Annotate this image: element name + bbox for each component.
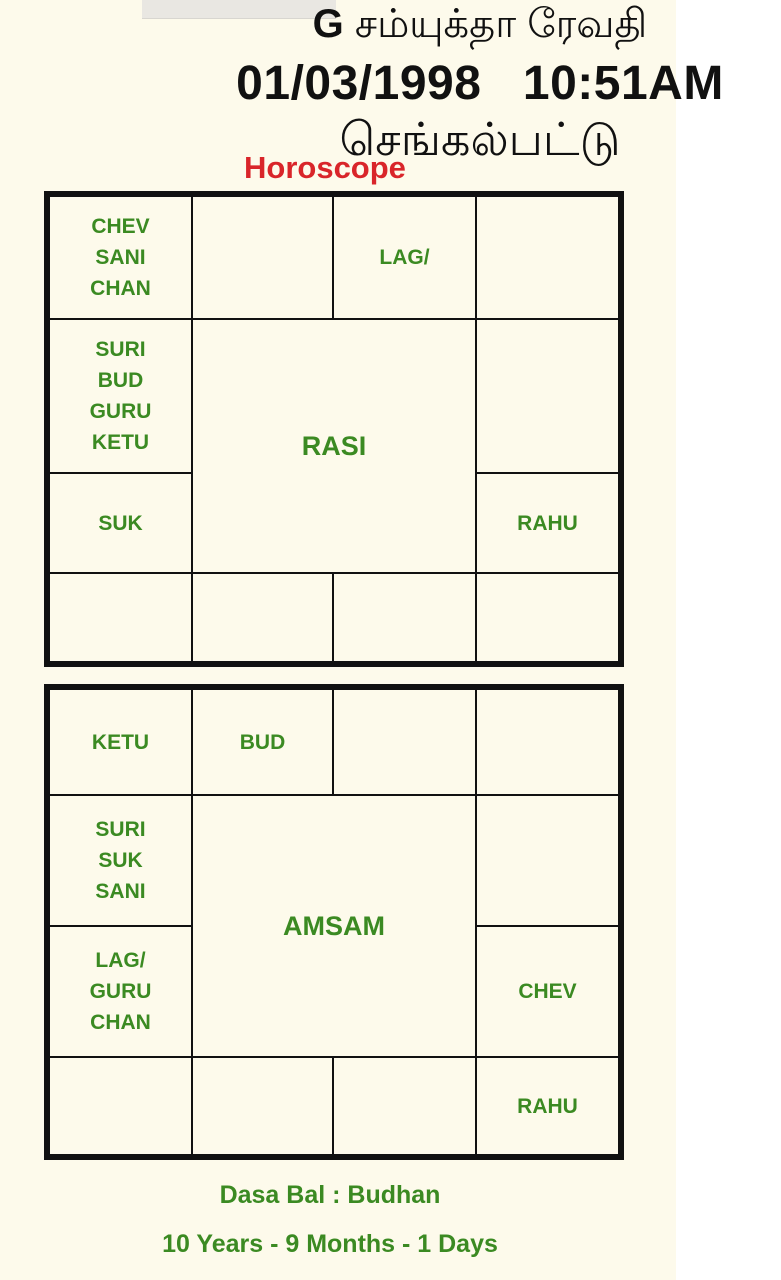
- photo-strip: [142, 0, 336, 19]
- amsam-house-8: [332, 1056, 477, 1156]
- rasi-house-1: CHEV SANI CHAN: [48, 195, 193, 320]
- amsam-house-1: KETU: [48, 688, 193, 796]
- rasi-house-11: SUK: [48, 472, 193, 574]
- amsam-house-11: LAG/ GURU CHAN: [48, 925, 193, 1058]
- amsam-house-12: SURI SUK SANI: [48, 794, 193, 927]
- amsam-house-4: [475, 688, 620, 796]
- rasi-house-2: [191, 195, 334, 320]
- amsam-center-label: AMSAM: [191, 794, 477, 1058]
- amsam-house-3: [332, 688, 477, 796]
- name-initial: G: [312, 2, 344, 46]
- amsam-house-10: [48, 1056, 193, 1156]
- amsam-house-5: [475, 794, 620, 927]
- amsam-house-7: RAHU: [475, 1056, 620, 1156]
- dasa-duration: 10 Years - 9 Months - 1 Days: [162, 1230, 498, 1258]
- rasi-house-10: [48, 572, 193, 663]
- birth-datetime: 01/03/1998 10:51AM: [236, 57, 724, 110]
- rasi-house-12: SURI BUD GURU KETU: [48, 318, 193, 474]
- amsam-chart: KETU BUD SURI SUK SANI LAG/ GURU CHAN AM…: [44, 684, 624, 1160]
- person-name: G சம்யுக்தா ரேவதி: [200, 2, 760, 52]
- dasa-balance: Dasa Bal : Budhan: [219, 1181, 441, 1209]
- rasi-house-6: RAHU: [475, 472, 620, 574]
- name-text: சம்யுக்தா ரேவதி: [354, 2, 648, 46]
- rasi-house-4: [475, 195, 620, 320]
- content-panel: G சம்யுக்தா ரேவதி 01/03/1998 10:51AM செங…: [0, 0, 723, 1280]
- rasi-chart: CHEV SANI CHAN LAG/ SURI BUD GURU KETU S…: [44, 191, 624, 667]
- amsam-house-9: [191, 1056, 334, 1156]
- birth-place: செங்கல்பட்டு: [339, 113, 621, 165]
- rasi-house-7: [475, 572, 620, 663]
- rasi-house-3: LAG/: [332, 195, 477, 320]
- amsam-house-6: CHEV: [475, 925, 620, 1058]
- rasi-house-5: [475, 318, 620, 474]
- amsam-house-2: BUD: [191, 688, 334, 796]
- rasi-center-label: RASI: [191, 318, 477, 574]
- rasi-house-8: [332, 572, 477, 663]
- rasi-house-9: [191, 572, 334, 663]
- horoscope-title: Horoscope: [244, 150, 406, 185]
